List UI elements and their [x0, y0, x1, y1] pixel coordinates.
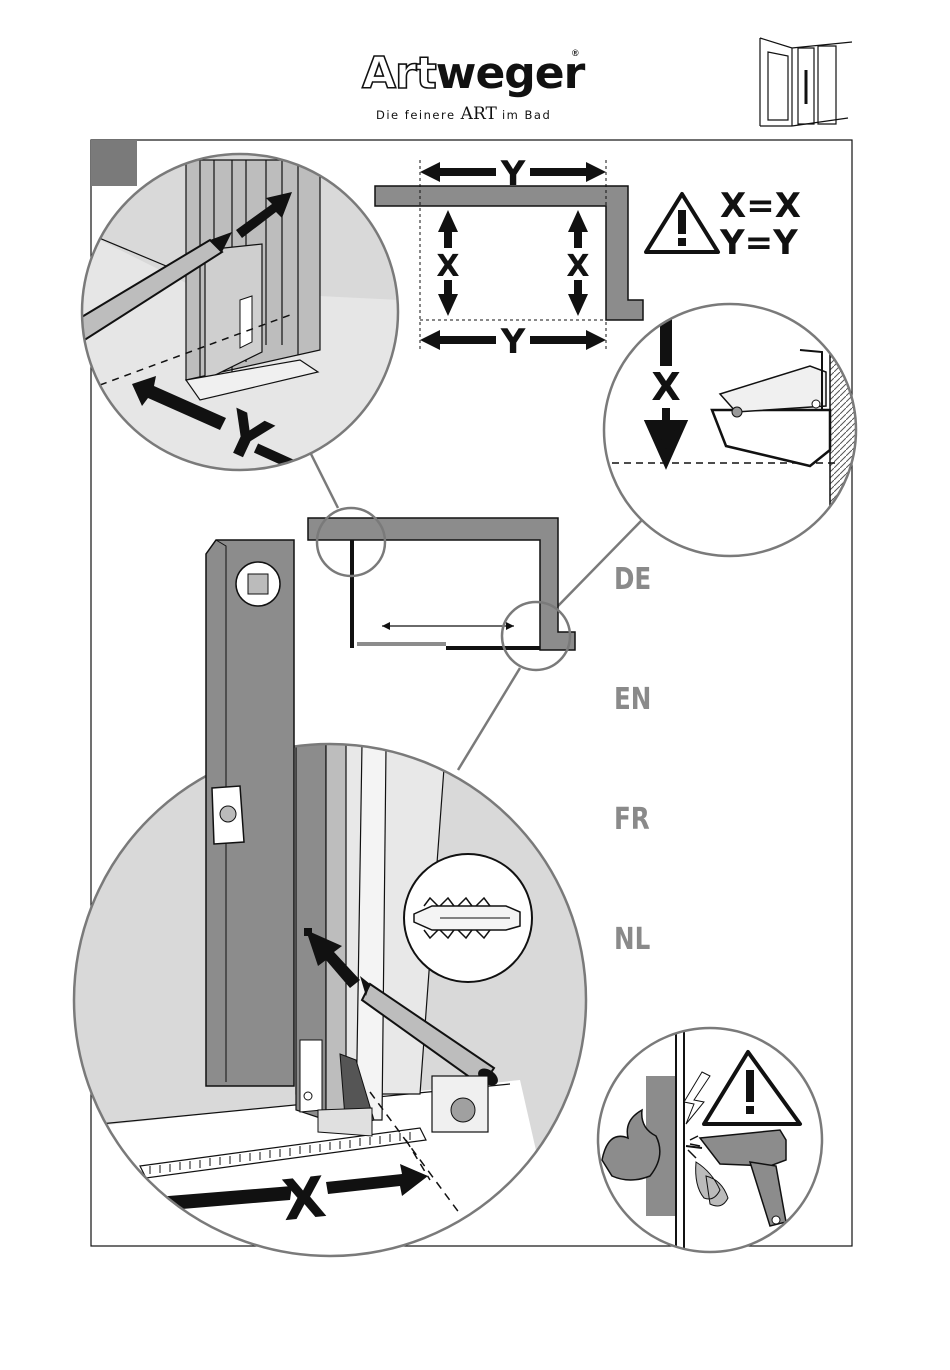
step-marker [91, 140, 137, 186]
lang-label-en: EN [614, 682, 651, 717]
label-y-top: Y [500, 154, 526, 194]
detail-circle-marking: Y [60, 154, 400, 480]
lang-label-de: DE [614, 562, 651, 597]
label-y-bottom: Y [500, 322, 526, 362]
warning-icon [646, 194, 718, 252]
label-x-profile: X [651, 365, 680, 409]
label-x-circle: X [279, 1165, 329, 1234]
lang-label-fr: FR [614, 802, 650, 837]
lang-label-nl: NL [614, 922, 650, 957]
wall-plug-icon [404, 854, 532, 982]
spirit-level-icon [206, 540, 294, 1086]
plan-diagram-top: Y Y X X [375, 154, 643, 362]
detail-circle-hazard [598, 1028, 822, 1252]
rule-x-equals-x: X=X [720, 186, 801, 226]
connector-lines [310, 452, 642, 770]
label-x-right: X [566, 249, 589, 284]
plan-diagram-middle [308, 508, 575, 670]
label-x-left: X [436, 249, 459, 284]
rule-y-equals-y: Y=Y [719, 223, 798, 263]
